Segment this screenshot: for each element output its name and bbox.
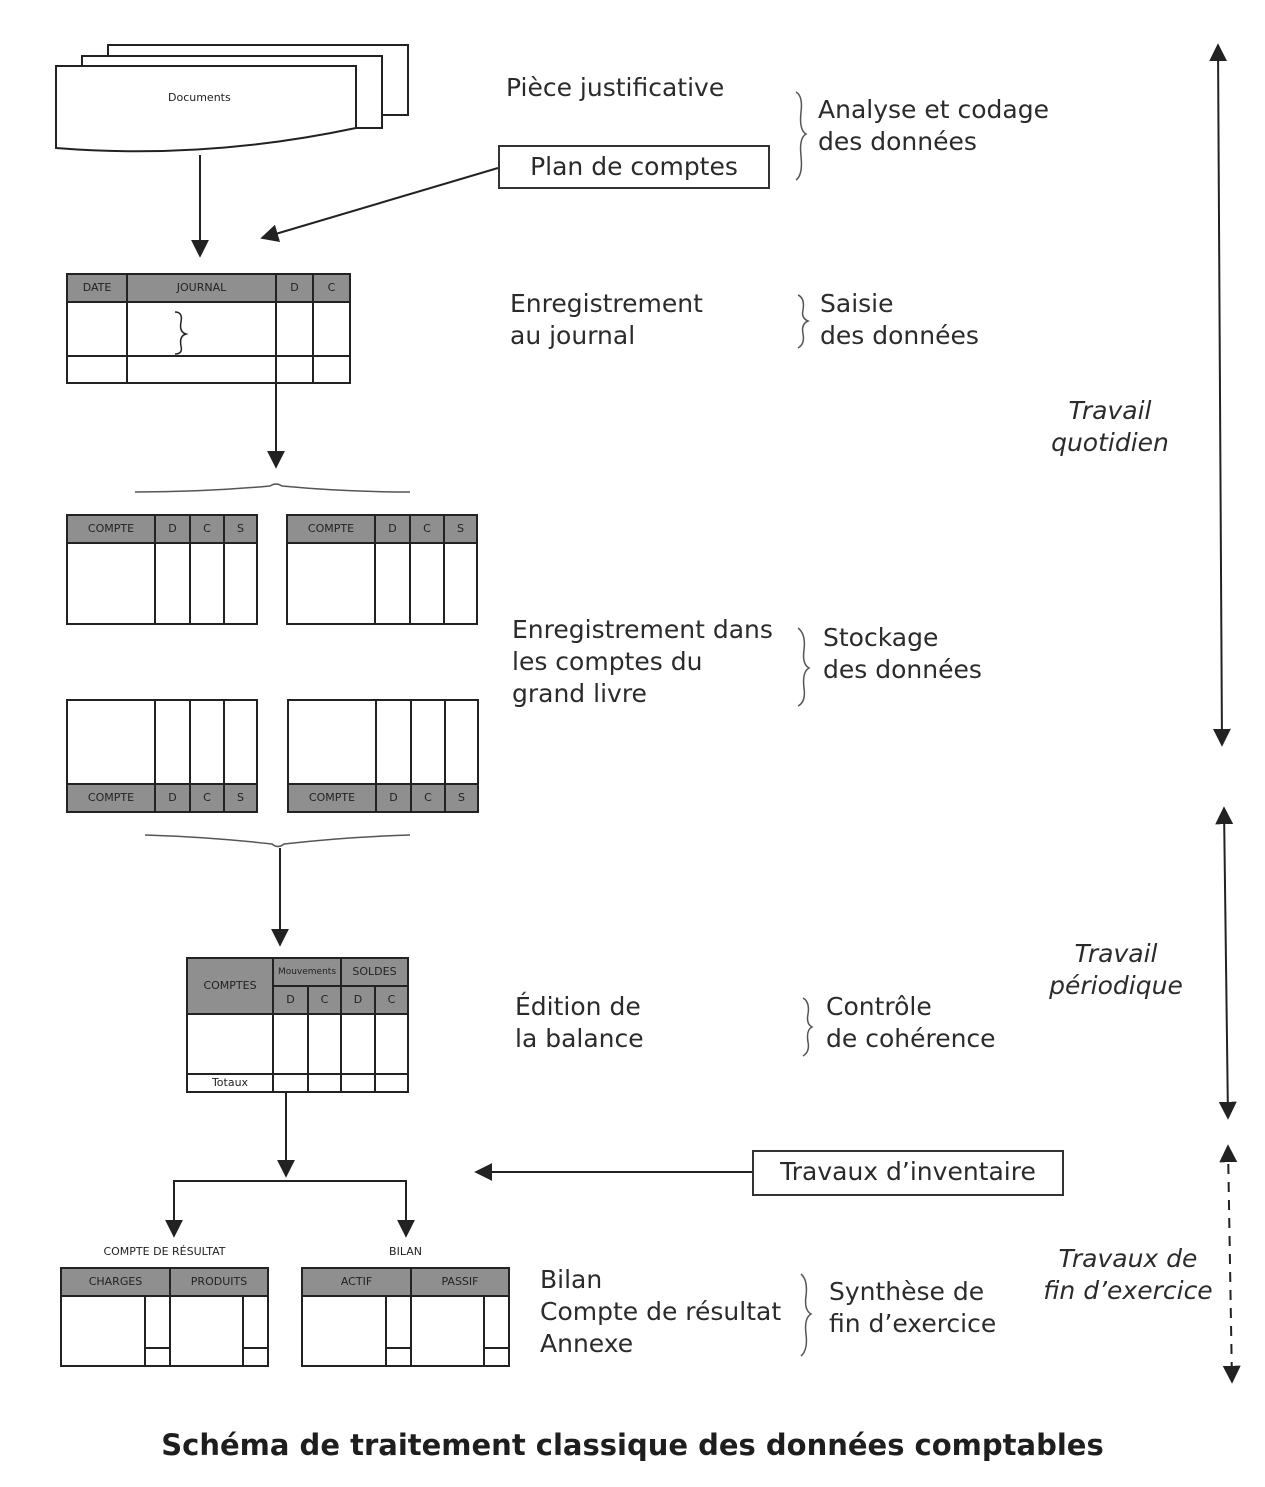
step-stockage-description-line1: Enregistrement dans bbox=[512, 615, 773, 644]
step-controle-description-line2: la balance bbox=[515, 1024, 644, 1053]
balance-sub-d2: D bbox=[353, 993, 363, 1006]
ledger-table-top-left bbox=[66, 514, 258, 625]
ledger-header-compte: COMPTE bbox=[87, 522, 135, 535]
journal-header-c: C bbox=[327, 281, 336, 294]
bilan-table bbox=[301, 1267, 510, 1367]
period-periodique-line1: Travail bbox=[1074, 939, 1158, 968]
resultat-table bbox=[60, 1267, 269, 1367]
resultat-header-charges: CHARGES bbox=[88, 1275, 143, 1288]
balance-header-mouvements: Mouvements bbox=[277, 967, 337, 977]
ledger-header-d: D bbox=[168, 791, 177, 804]
arrow-plan-to-journal bbox=[260, 167, 499, 243]
ledger-header-d: D bbox=[389, 791, 398, 804]
brace-analyse bbox=[795, 91, 808, 181]
step-synthese-description-line3: Annexe bbox=[540, 1329, 634, 1358]
journal-header-date: DATE bbox=[82, 281, 112, 294]
travaux-inventaire-box: Travaux d’inventaire bbox=[752, 1150, 1064, 1196]
phase-analyse-line2: des données bbox=[818, 127, 977, 156]
step-analyse-description: Pièce justificative bbox=[506, 73, 725, 102]
resultat-header-produits: PRODUITS bbox=[190, 1275, 248, 1288]
split-connector bbox=[173, 1180, 407, 1234]
balance-header-comptes: COMPTES bbox=[203, 979, 257, 992]
period-quotidien-line1: Travail bbox=[1068, 396, 1152, 425]
ledger-header-compte: COMPTE bbox=[307, 522, 355, 535]
ledger-header-c: C bbox=[424, 791, 432, 804]
step-synthese-description-line2: Compte de résultat bbox=[540, 1297, 782, 1326]
period-quotidien-line2: quotidien bbox=[1051, 428, 1169, 457]
ledger-header-s: S bbox=[457, 522, 464, 535]
ledger-table-bottom-right bbox=[287, 699, 479, 813]
plan-de-comptes-box: Plan de comptes bbox=[498, 145, 770, 189]
balance-header-soldes: SOLDES bbox=[352, 965, 397, 978]
period-fin-line2: fin d’exercice bbox=[1043, 1276, 1213, 1305]
balance-table bbox=[186, 957, 409, 1093]
ledger-header-c: C bbox=[423, 522, 431, 535]
period-fin-line1: Travaux de bbox=[1058, 1244, 1198, 1273]
phase-saisie-line2: des données bbox=[820, 321, 979, 350]
balance-sub-d1: D bbox=[286, 993, 295, 1006]
ledger-table-top-right bbox=[286, 514, 478, 625]
brace-synthese bbox=[800, 1273, 813, 1357]
step-synthese-description-line1: Bilan bbox=[540, 1265, 603, 1294]
ledger-header-d: D bbox=[388, 522, 397, 535]
ledger-header-c: C bbox=[203, 522, 211, 535]
bilan-header-passif: PASSIF bbox=[441, 1275, 479, 1288]
ledger-brace-top bbox=[134, 483, 411, 493]
phase-stockage-line2: des données bbox=[823, 655, 982, 684]
ledger-header-s: S bbox=[237, 522, 244, 535]
ledger-header-s: S bbox=[458, 791, 465, 804]
resultat-title: COMPTE DE RÉSULTAT bbox=[103, 1245, 226, 1258]
step-controle-description-line1: Édition de bbox=[515, 992, 641, 1021]
journal-header-d: D bbox=[290, 281, 299, 294]
phase-saisie-line1: Saisie bbox=[820, 289, 894, 318]
step-stockage-description-line3: grand livre bbox=[512, 679, 647, 708]
step-saisie-description-line1: Enregistrement bbox=[510, 289, 703, 318]
ledger-header-s: S bbox=[237, 791, 244, 804]
balance-totaux: Totaux bbox=[211, 1076, 249, 1089]
documents-stack-icon bbox=[55, 44, 409, 153]
step-saisie-description-line2: au journal bbox=[510, 321, 636, 350]
brace-saisie bbox=[797, 294, 810, 349]
ledger-table-bottom-left bbox=[66, 699, 258, 813]
journal-table bbox=[66, 273, 351, 384]
arrow-fin-exercice bbox=[1219, 1144, 1241, 1384]
bilan-title: BILAN bbox=[389, 1245, 422, 1258]
arrow-travail-periodique bbox=[1215, 806, 1237, 1120]
bilan-header-actif: ACTIF bbox=[340, 1275, 373, 1288]
ledger-header-c: C bbox=[203, 791, 211, 804]
step-stockage-description-line2: les comptes du bbox=[512, 647, 703, 676]
phase-analyse-line1: Analyse et codage bbox=[818, 95, 1049, 124]
brace-stockage bbox=[797, 627, 811, 707]
documents-label: Documents bbox=[168, 91, 231, 104]
journal-header-journal: JOURNAL bbox=[176, 281, 227, 294]
period-periodique-line2: périodique bbox=[1049, 971, 1183, 1000]
phase-synthese-line2: fin d’exercice bbox=[829, 1309, 997, 1338]
ledger-header-compte: COMPTE bbox=[308, 791, 356, 804]
balance-sub-c1: C bbox=[320, 993, 329, 1006]
ledger-header-d: D bbox=[168, 522, 177, 535]
balance-sub-c2: C bbox=[387, 993, 396, 1006]
ledger-header-compte: COMPTE bbox=[87, 791, 135, 804]
diagram-caption: Schéma de traitement classique des donné… bbox=[161, 1428, 1104, 1462]
phase-controle-line2: de cohérence bbox=[826, 1024, 996, 1053]
arrow-travail-quotidien bbox=[1209, 43, 1231, 747]
phase-synthese-line1: Synthèse de bbox=[829, 1277, 985, 1306]
phase-stockage-line1: Stockage bbox=[823, 623, 939, 652]
ledger-brace-bottom bbox=[144, 834, 411, 848]
phase-controle-line1: Contrôle bbox=[826, 992, 932, 1021]
brace-controle bbox=[802, 997, 814, 1057]
